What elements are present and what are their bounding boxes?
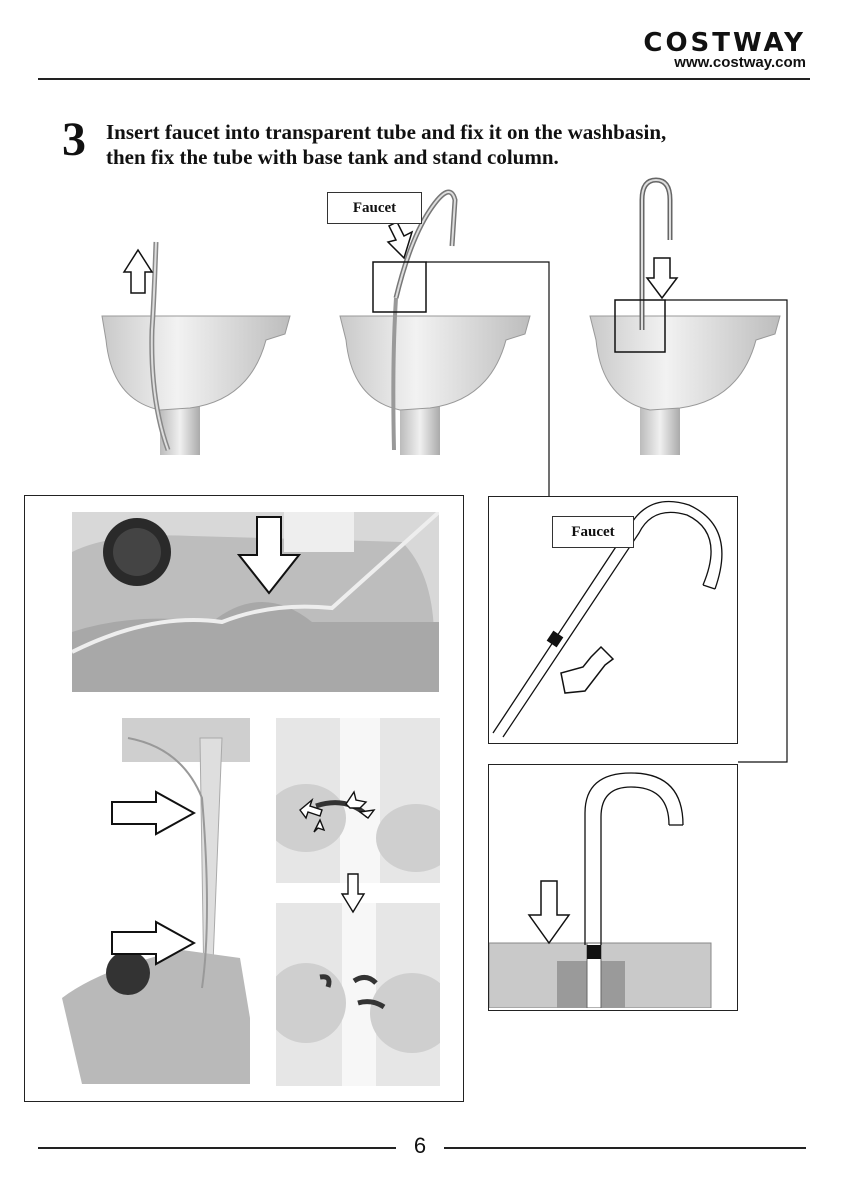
down-arrow-icon — [647, 258, 677, 298]
down-arrow-icon — [340, 872, 366, 914]
spread-arrows-icon — [294, 790, 384, 834]
up-arrow-icon — [124, 250, 152, 293]
faucet-seat-frame — [488, 764, 738, 1011]
down-arrow-icon — [237, 515, 301, 595]
footer-rule-left — [38, 1147, 396, 1149]
basin-illustration-1 — [102, 242, 290, 455]
basin-illustration-3 — [590, 180, 780, 455]
stand-column-photo — [62, 718, 250, 1084]
page-number: 6 — [408, 1133, 432, 1159]
faucet-callout-top: Faucet — [327, 192, 422, 224]
right-arrow-icon — [110, 920, 196, 966]
right-arrow-icon — [110, 790, 196, 836]
footer-rule-right — [444, 1147, 806, 1149]
clip-close-photo — [276, 903, 440, 1086]
faucet-callout-detail: Faucet — [552, 516, 634, 548]
basin-illustration-2 — [340, 192, 530, 455]
